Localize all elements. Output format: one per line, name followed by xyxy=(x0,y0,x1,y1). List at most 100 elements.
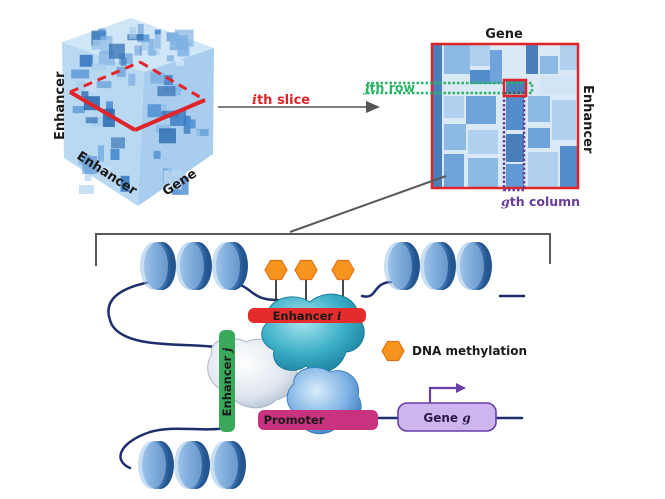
matrix-block xyxy=(528,128,550,148)
gene-g-variable: g xyxy=(462,411,470,425)
nucleosome-top-left-2 xyxy=(176,242,212,290)
enhancer-i-variable: i xyxy=(337,309,341,323)
gth-column-label: gth column xyxy=(501,194,580,209)
cube-right-face xyxy=(138,48,214,206)
matrix-block xyxy=(444,44,470,74)
matrix-block xyxy=(552,100,576,140)
slice-index-variable: i xyxy=(252,93,257,108)
nucleosome-top-left-3 xyxy=(212,242,248,290)
cube-voxel xyxy=(196,128,209,136)
matrix-block xyxy=(506,134,524,162)
matrix-block xyxy=(444,154,464,188)
cube-voxel xyxy=(72,106,85,114)
enhancer-j-variable: j xyxy=(220,347,234,354)
nucleosome-bottom-3 xyxy=(210,441,246,489)
nucleosome-top-left-1 xyxy=(140,242,176,290)
enhancer-j-element xyxy=(219,330,235,432)
jth-row-label: jth row xyxy=(362,80,416,95)
jth-row-highlight xyxy=(365,81,534,95)
cube-voxel xyxy=(134,41,141,59)
matrix-block xyxy=(528,96,550,122)
cube-voxel xyxy=(137,24,144,37)
cube-voxel xyxy=(79,185,94,194)
cube-voxel xyxy=(91,116,111,127)
gene-g-label-text: Gene xyxy=(423,411,462,425)
cube-axis-enhancer-left: Enhancer xyxy=(53,71,68,140)
cube-voxel xyxy=(98,28,106,39)
methylation-hexagon-icon xyxy=(264,259,288,281)
cube-voxel xyxy=(175,59,184,66)
slice-front-right-edge xyxy=(134,98,206,132)
cube-voxel xyxy=(173,87,181,96)
enhancer-j-label: Enhancer j xyxy=(220,347,234,416)
matrix-block xyxy=(560,44,578,70)
teal-transcription-factor xyxy=(261,293,365,373)
methylation-hexagon-icon xyxy=(294,259,318,281)
matrix-top-label-gene: Gene xyxy=(485,27,523,42)
cube-voxel xyxy=(148,38,157,56)
column-label-text: th column xyxy=(510,194,580,209)
zoom-connector xyxy=(95,175,551,266)
matrix-block xyxy=(526,44,538,74)
matrix-block xyxy=(466,96,496,124)
legend-methylation-hexagon-icon xyxy=(381,340,405,362)
legend: DNA methylation xyxy=(381,340,527,362)
enhancer-i-label-text: Enhancer xyxy=(273,309,337,323)
slice-back-right-edge xyxy=(139,60,206,102)
cube-cells xyxy=(71,24,209,195)
promoter-label: Promoter xyxy=(264,413,325,427)
cube-voxel xyxy=(98,145,104,162)
row-index-variable: j xyxy=(362,80,370,95)
nucleosome-bottom-2 xyxy=(174,441,210,489)
tensor-cube xyxy=(62,18,214,206)
cube-voxel xyxy=(150,72,165,84)
matrix-block xyxy=(506,96,524,130)
cube-voxel xyxy=(120,175,130,192)
cube-voxel xyxy=(82,156,98,174)
matrix-block xyxy=(506,164,524,188)
cube-voxel xyxy=(167,161,184,180)
nucleosome-bottom-1 xyxy=(138,441,174,489)
enhancer-j-label-text: Enhancer xyxy=(220,352,234,416)
nucleosome-top-right-3 xyxy=(456,242,492,290)
cube-voxel xyxy=(71,69,90,79)
promoter-element xyxy=(258,410,378,430)
dna-strand xyxy=(107,280,526,470)
matrix-block xyxy=(468,130,498,154)
cube-voxel xyxy=(153,151,161,159)
cube-voxel xyxy=(116,66,126,77)
cube-voxel xyxy=(161,97,180,111)
matrix-block xyxy=(444,96,464,118)
matrix-block xyxy=(470,44,490,66)
matrix-block xyxy=(444,124,466,150)
cube-voxel xyxy=(157,86,176,97)
cube-voxel xyxy=(85,117,98,124)
cube-voxel xyxy=(159,128,176,144)
enhancer-i-label: Enhancer i xyxy=(273,309,342,323)
matrix-right-label-enhancer: Enhancer xyxy=(580,85,595,154)
cube-voxel xyxy=(185,119,196,129)
matrix-block xyxy=(468,158,498,188)
cube-voxel xyxy=(96,81,112,89)
cube-voxel xyxy=(141,41,148,51)
nucleosome-top-right-2 xyxy=(420,242,456,290)
cube-voxel xyxy=(81,91,89,98)
matrix-block xyxy=(540,56,558,74)
slice-label-text: th slice xyxy=(257,93,310,108)
ith-slice-label: ith slice xyxy=(252,93,310,108)
cube-voxel xyxy=(154,34,163,51)
transcription-start-arrow-icon xyxy=(428,383,466,403)
cube-voxel xyxy=(169,35,188,51)
cube-voxel xyxy=(111,137,125,149)
cube-voxel xyxy=(166,55,174,62)
cube-voxel xyxy=(192,105,205,125)
gene-g-element xyxy=(397,402,497,432)
cube-voxel xyxy=(120,58,127,66)
row-label-text: th row xyxy=(370,80,416,95)
methylation-marks xyxy=(264,259,355,310)
methylation-hexagon-icon xyxy=(331,259,355,281)
gene-g-label: Gene g xyxy=(423,411,470,425)
cube-voxel xyxy=(91,63,106,71)
gth-column-highlight xyxy=(502,91,526,192)
